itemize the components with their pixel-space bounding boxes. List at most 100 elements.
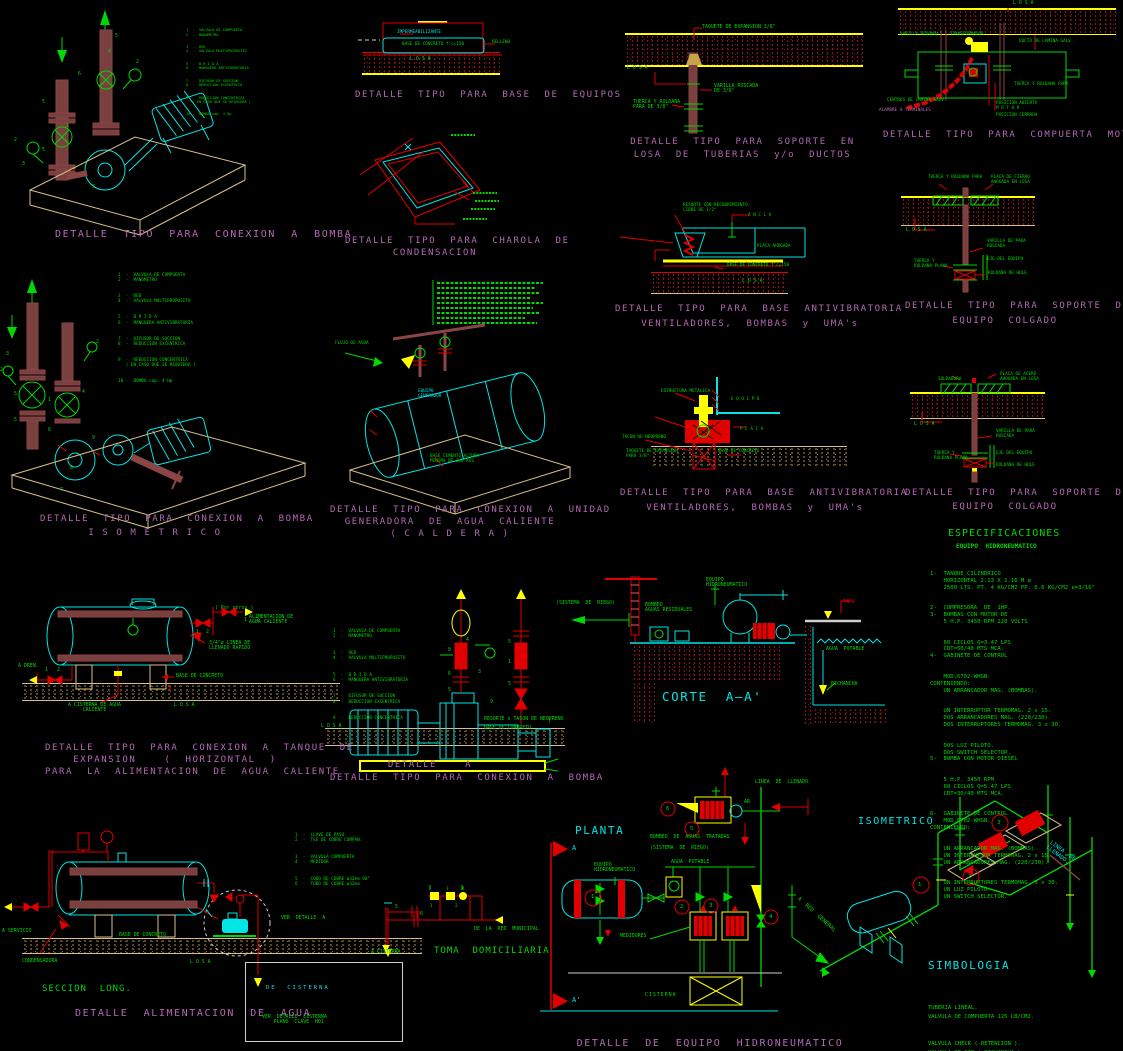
num: 5 — [14, 391, 17, 397]
label-roldana-hule: ROLDANA DE HULE — [996, 463, 1035, 468]
antivib-2-drawing — [644, 377, 780, 470]
num: 2 — [96, 339, 99, 345]
label-alimentacion-ac: ALIMENTACION DE AGUA CALIENTE — [249, 614, 294, 626]
label-alambre-terminales: ALAMBRE A TERMINALES — [879, 108, 931, 113]
title-antivib-1a: DETALLE TIPO PARA BASE ANTIVIBRATORIA — [615, 304, 903, 314]
num: 9 — [92, 435, 95, 441]
label-posicion-cerrada: POSICION CERRADA — [996, 113, 1038, 118]
title-caldera-3: ( C A L D E R A ) — [390, 529, 510, 539]
section-marker-a: A — [572, 844, 577, 852]
charola-drawing — [359, 134, 499, 225]
label-placa-acero: PLACA DE ACERO AHOGADA EN LOSA — [1000, 372, 1039, 382]
iso-num-2: 2 — [968, 874, 972, 880]
toma-drawing — [382, 885, 503, 952]
label-agua-potable-2: AGUA POTABLE — [671, 859, 710, 865]
title-bomba-2b: I S O M E T R I C O — [88, 528, 222, 538]
num: 5 — [115, 33, 118, 39]
plan-num-5: 5 — [690, 826, 694, 832]
label-base-concreto: BASE DE CONCRETO — [119, 932, 167, 938]
num: 3 — [478, 669, 481, 675]
label-tacon: TACON DE NEOPRENO — [622, 435, 666, 440]
label-ancla: A N C L A — [748, 213, 772, 218]
title-simbologia: SIMBOLOGIA — [928, 959, 1011, 972]
label-eje-equipo: EJE DEL EQUIPO — [996, 451, 1033, 456]
label-tuerca-roldana: TUERCA Y ROLDANA PARA DE 3/8" — [633, 99, 681, 111]
label-flujo-agua: FLUJO DE AGUA — [335, 341, 369, 346]
title-charola-1: DETALLE TIPO PARA CHAROLA DE — [345, 236, 570, 246]
title-isometrico: ISOMETRICO — [858, 816, 935, 827]
plan-num-1: 1 — [591, 894, 595, 900]
label-roldana-hule: ROLDANA DE HULE — [988, 271, 1027, 276]
label-tuerca-plana: TUERCA Y ROLDANA PLANA — [934, 451, 968, 461]
label-pichancha: PICHANCHA — [831, 681, 858, 687]
title-alimentacion: DETALLE ALIMENTACION DE AGUA — [75, 1008, 312, 1019]
num: 3 — [446, 887, 449, 892]
label-placa: P L A C A — [740, 427, 764, 432]
num: 6 — [420, 911, 423, 917]
label-placa-fierro: PLACA DE FIERRO AHOGADA EN LOSA — [991, 175, 1030, 185]
num: 7 — [548, 719, 551, 725]
label-varilla-para: VARILLA DE PARA ROSCADA — [996, 429, 1035, 439]
label-equipo-generador: EQUIPO GENERADOR — [418, 389, 442, 399]
label-llenado-rapido: 3/4"ø LINEA DE LLENADO RAPIDO — [209, 640, 251, 652]
title-colgado-2b: EQUIPO COLGADO — [952, 502, 1058, 512]
colgado-1-drawing — [914, 183, 999, 293]
num: 6 — [448, 671, 451, 677]
label-base-concreto: BASE DE CONCRETO f'c=150 — [727, 263, 790, 268]
num: 3 — [6, 351, 9, 357]
num: 5 — [14, 417, 17, 423]
num: 1 — [508, 659, 511, 665]
plan-num-4: 4 — [769, 914, 773, 920]
num: 1 — [196, 629, 199, 635]
num: 1 — [66, 123, 69, 129]
alimentacion-drawing — [4, 830, 420, 987]
plan-num-2: 2 — [680, 904, 684, 910]
num: 2 — [14, 137, 17, 143]
num: 9 — [490, 699, 493, 705]
title-tanque-1: DETALLE TIPO PARA CONEXION A TANQUE DE — [45, 743, 354, 753]
label-losa: L O S A — [1013, 0, 1034, 6]
label-equipo: E Q U I P O — [731, 397, 760, 402]
simbologia-items: TUBERIA LINEAL.VALVULA DE COMPUERTA 125 … — [928, 1005, 1034, 1051]
label-bombeo-tratadas: BOMBEO DE AGUAS TRATADAS — [650, 834, 730, 840]
num: 2 — [136, 59, 139, 65]
label-taquete-expansion: TAQUETE DE EXPANSION PARA 3/8" — [626, 449, 678, 459]
corte-cistern-wall — [803, 625, 813, 725]
section-marker-a-prime: A' — [572, 996, 581, 1004]
title-planta: PLANTA — [575, 824, 625, 837]
label-ducto-lamina: DUCTO DE LAMINA GALV. — [1019, 39, 1074, 44]
label-cisterna: CISTERNA — [645, 992, 677, 998]
num: 1 — [48, 397, 51, 403]
compuerta-drawing — [904, 8, 1080, 110]
base-equipos-drawing — [358, 21, 502, 56]
label-losa: L O S A — [906, 227, 927, 233]
title-soporte-losa-2: LOSA DE TUBERIAS y/o DUCTOS — [633, 150, 852, 160]
title-colgado-1b: EQUIPO COLGADO — [952, 316, 1058, 326]
label-resorte-tacon: RESORTE o TACON DE NEOPRENO — [484, 716, 564, 722]
corte-ground-2 — [632, 682, 655, 722]
espec-lines: 1- TANQUE CILINDRICO HORIZONTAL 2.13 X 1… — [930, 570, 1096, 900]
label-losa: L O S A — [627, 65, 648, 71]
label-varilla-roscada: VARILLA ROSCADA DE 3/8" — [714, 83, 759, 95]
label-base-concreto: BASE DE CONCRETO — [484, 725, 532, 731]
label-centros-lamina: CENTROS DE LAMINA GALV. — [887, 98, 947, 103]
detalle-a-drawing — [349, 589, 559, 772]
title-detalle-a: DETALLE A — [387, 760, 473, 770]
label-resorte: RESORTE CON RECUBRIMIENTO LIBRE DE 1/2" — [683, 203, 748, 213]
title-bomba-2a: DETALLE TIPO PARA CONEXION A BOMBA — [40, 514, 314, 524]
label-bombeo-residuales: BOMBEO AGUAS RESIDUALES — [645, 602, 693, 614]
title-base-equipos: DETALLE TIPO PARA BASE DE EQUIPOS — [355, 90, 622, 100]
num: 4 — [466, 637, 469, 643]
label-linea-llenado: LINEA DE LLENADO. — [755, 779, 811, 785]
num: 8 — [448, 647, 451, 653]
label-relleno: RELLENO — [492, 40, 511, 45]
title-caldera-1: DETALLE TIPO PARA CONEXION A UNIDAD — [330, 505, 611, 515]
espec-subtitle: EQUIPO HIDRONEUMATICO — [956, 543, 1037, 550]
title-detalle-a-sub: DETALLE TIPO PARA CONEXION A BOMBA — [330, 773, 604, 783]
num: 5 — [448, 687, 451, 693]
label-seccion-long: SECCION LONG. — [42, 984, 132, 994]
slab-antivib-1 — [651, 272, 788, 294]
num: 1 — [45, 667, 48, 673]
